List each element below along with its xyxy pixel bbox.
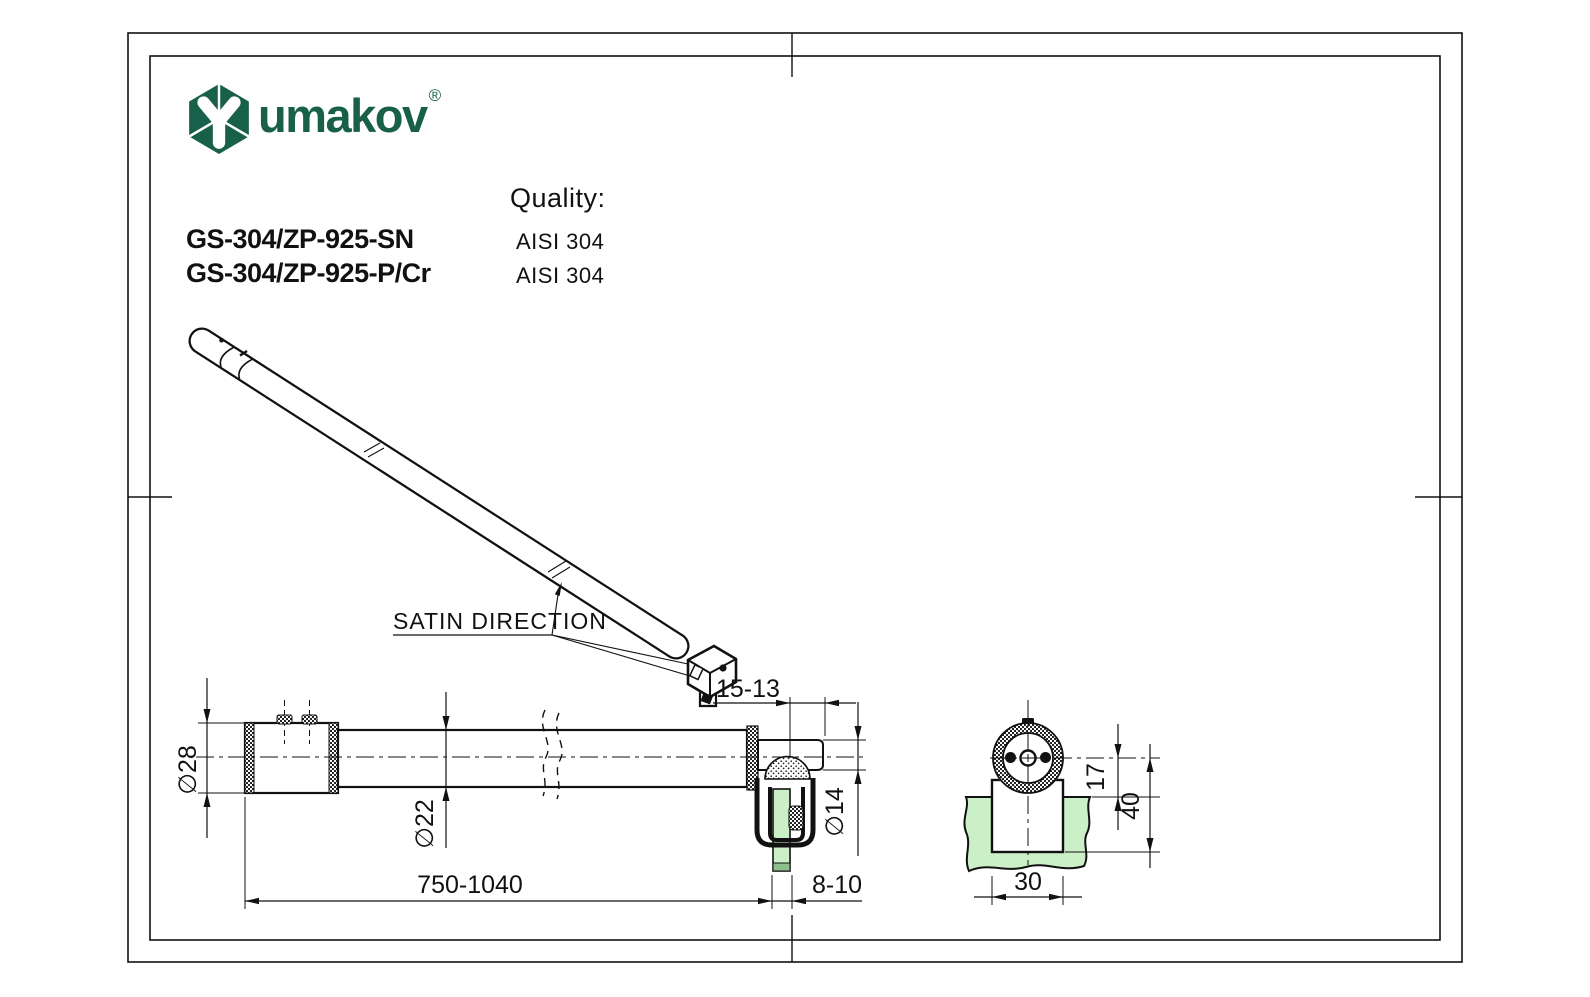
product-quality-1: AISI 304: [516, 229, 605, 254]
side-glass-edge: [772, 862, 791, 872]
svg-text:∅28: ∅28: [174, 745, 202, 795]
sheet-frame: [127, 32, 1463, 963]
umakov-hexagon-icon: [188, 84, 250, 154]
satin-direction-label: SATIN DIRECTION: [393, 608, 607, 634]
dim-dia14: ∅14: [821, 702, 866, 856]
dim-8-10: 8-10: [812, 871, 862, 899]
product-quality-2: AISI 304: [516, 263, 605, 288]
iso-clamp-screw: [719, 664, 727, 672]
dim-15-13: 15-13: [713, 675, 856, 758]
dim-dia28: ∅28: [174, 678, 244, 838]
satin-leader-arrow: [554, 582, 562, 597]
svg-text:15-13: 15-13: [716, 675, 780, 703]
svg-text:750-1040: 750-1040: [417, 871, 523, 899]
dim-dia22: ∅22: [411, 692, 450, 849]
product-code-2: GS-304/ZP-925-P/Cr: [186, 258, 431, 288]
svg-text:∅14: ∅14: [821, 787, 849, 837]
side-rod: [336, 728, 749, 789]
svg-text:∅22: ∅22: [411, 799, 439, 849]
svg-text:17: 17: [1082, 763, 1110, 791]
side-break-lines: [541, 709, 563, 800]
satin-callout: SATIN DIRECTION: [393, 582, 691, 677]
svg-text:40: 40: [1117, 792, 1145, 820]
iso-view: SATIN DIRECTION: [188, 327, 738, 708]
dim-750-1040: 750-1040 8-10: [244, 797, 862, 909]
inner-border: [149, 55, 1441, 941]
side-set-screws: [276, 700, 318, 744]
iso-clamp: [686, 644, 738, 708]
side-clamp: [754, 778, 816, 848]
iso-tube: [188, 327, 690, 660]
side-glass: [772, 788, 791, 872]
iso-cap-notch: [219, 337, 224, 343]
svg-text:30: 30: [1014, 868, 1042, 896]
dim-17: 17: [1082, 724, 1160, 830]
section-screw-left: [1005, 752, 1016, 763]
product-code-1: GS-304/ZP-925-SN: [186, 224, 414, 254]
brand-logo: umakov ®: [188, 84, 441, 154]
quality-label: Quality:: [510, 183, 606, 213]
brand-name: umakov: [258, 89, 428, 142]
registered-mark: ®: [428, 86, 442, 105]
side-anchor-cylinder: [243, 721, 340, 795]
side-view: ∅28 ∅22 ∅14: [174, 675, 868, 909]
section-view: 17 40 30: [963, 700, 1160, 905]
dim-40: 40: [1065, 744, 1160, 868]
dim-30: 30: [974, 868, 1082, 905]
side-clamp-screw: [788, 805, 804, 831]
